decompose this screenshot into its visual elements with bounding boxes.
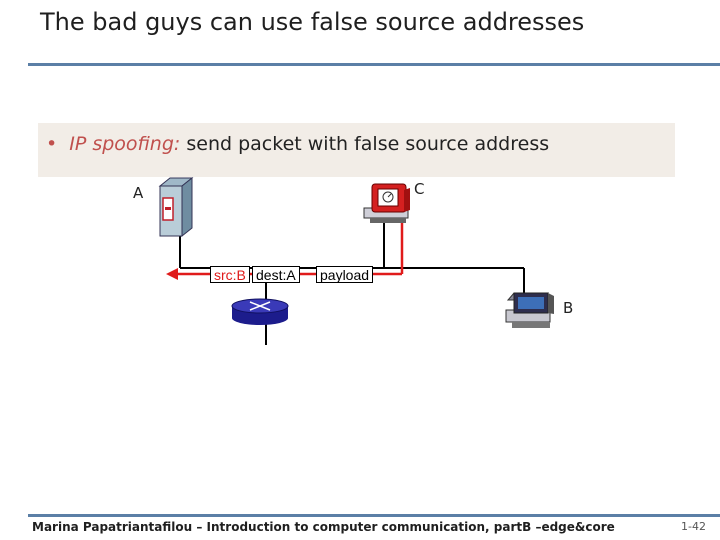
bullet-term: IP spoofing: (69, 133, 181, 155)
host-b-label: B (563, 299, 574, 317)
bullet-callout (38, 123, 675, 177)
packet-payload-field: payload (316, 266, 374, 283)
footer-credit: Marina Papatriantafilou – Introduction t… (32, 520, 615, 534)
title-divider (28, 63, 720, 66)
attacker-workstation-c-icon (363, 183, 410, 223)
server-a-icon (158, 176, 194, 238)
bullet-item: • IP spoofing: send packet with false sou… (46, 133, 549, 155)
host-a-label: A (133, 184, 144, 202)
page-number: 1-42 (681, 520, 706, 533)
footer-divider (28, 514, 720, 517)
packet-dest-field: dest:A (252, 266, 300, 283)
router-icon (231, 298, 289, 325)
workstation-b-icon (505, 292, 554, 328)
bullet-text: send packet with false source address (186, 133, 550, 155)
bullet-marker: • (46, 133, 58, 155)
slide-title: The bad guys can use false source addres… (40, 8, 585, 36)
host-c-label: C (414, 180, 425, 198)
packet-src-field: src:B (210, 266, 250, 283)
